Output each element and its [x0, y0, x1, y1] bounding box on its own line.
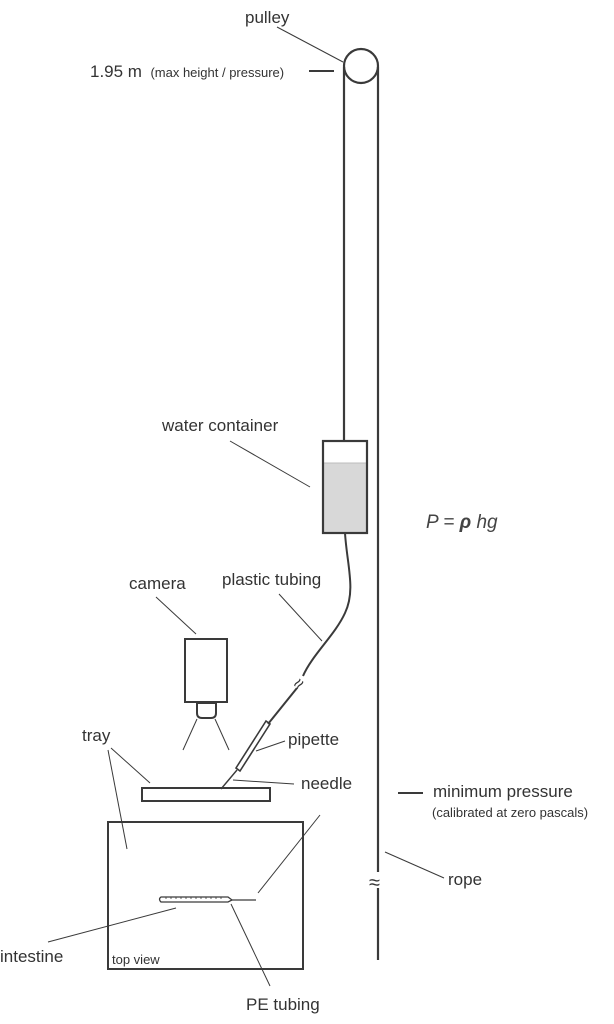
pipette-leader [255, 740, 286, 752]
intestine-ticks [165, 897, 222, 899]
equation-equals: = [443, 512, 454, 533]
water-container-leader [229, 440, 311, 488]
camera-label: camera [129, 574, 186, 593]
pe-tubing-leader [230, 903, 271, 987]
rope-break-symbol: ≈ [369, 872, 380, 894]
min-pressure-note: (calibrated at zero pascals) [432, 805, 588, 820]
camera-leader [155, 596, 197, 635]
pipette-label: pipette [288, 730, 339, 749]
equation-hg: hg [476, 512, 498, 533]
needle-top-leader [257, 814, 321, 894]
intestine-body [158, 896, 234, 903]
tubing-lower [267, 687, 298, 725]
pe-tubing-label: PE tubing [246, 995, 320, 1014]
tubing-break-symbol: ≈ [288, 673, 310, 694]
top-view-label: top view [112, 952, 160, 967]
intestine-leader [47, 907, 177, 943]
equation-p: P [426, 512, 439, 533]
plastic-tubing-label: plastic tubing [222, 570, 321, 589]
max-height-label: 1.95 m (max height / pressure) [90, 62, 284, 81]
needle-leader [232, 779, 295, 785]
tray-leader-top [107, 749, 128, 850]
pipette-body [234, 719, 272, 773]
camera-light-right [214, 718, 230, 751]
water-container [321, 439, 369, 535]
rope-leader [384, 851, 445, 879]
water-container-label: water container [161, 416, 279, 435]
camera-light-left [182, 718, 198, 751]
tray-top-view [107, 821, 304, 970]
tray-leader-side [110, 747, 151, 784]
camera-body [184, 638, 228, 703]
pulley [342, 47, 380, 85]
pulley-wheel [342, 47, 380, 85]
plastic-tubing-leader [278, 593, 323, 642]
camera [182, 638, 230, 751]
tray-side-view [141, 787, 271, 802]
max-height-value: 1.95 m [90, 62, 142, 81]
intestine-label: intestine [0, 947, 63, 966]
pressure-equation: P = ρ hg [426, 512, 498, 533]
equation-rho: ρ [459, 512, 472, 533]
needle-label: needle [301, 774, 352, 793]
pipette [234, 719, 272, 773]
max-height-note: (max height / pressure) [150, 65, 284, 80]
intestine [158, 896, 256, 903]
needle [220, 769, 238, 790]
tray-label: tray [82, 726, 111, 745]
rope-label: rope [448, 870, 482, 889]
water-fill [324, 463, 367, 533]
pulley-label: pulley [245, 8, 290, 27]
camera-lens [196, 702, 217, 719]
plastic-tubing [302, 532, 352, 677]
min-pressure-label: minimum pressure [433, 782, 573, 801]
pulley-leader [276, 26, 344, 63]
